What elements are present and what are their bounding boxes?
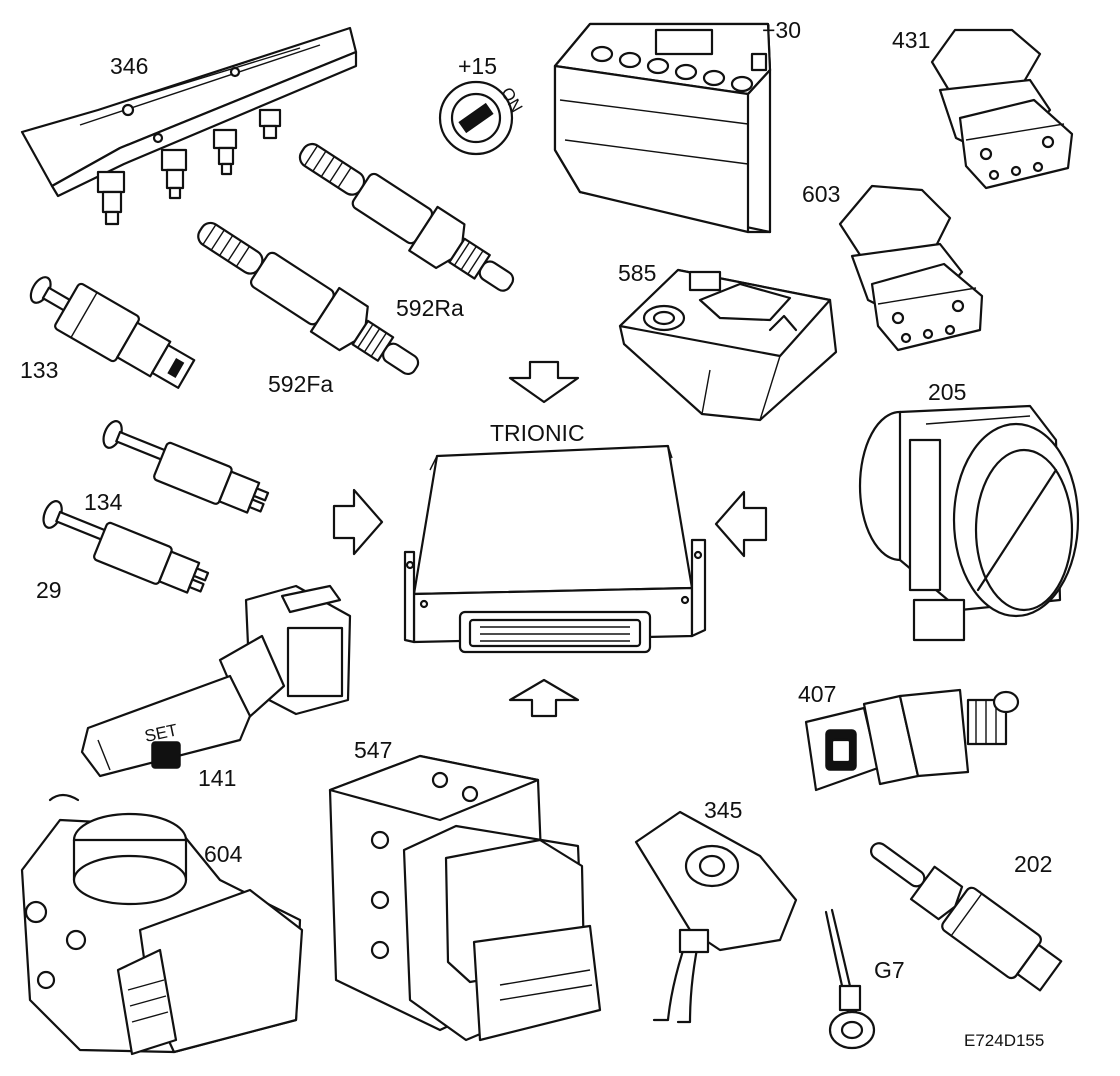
component-585-pressure-sensor	[618, 268, 838, 422]
label-134: 134	[84, 489, 123, 515]
component-431-sensor	[930, 28, 1074, 190]
label-431: 431	[892, 27, 930, 53]
label-585: 585	[618, 260, 656, 286]
figure-code: E724D155	[964, 1031, 1044, 1050]
arrow-right-icon	[332, 488, 384, 556]
component-134-switch	[102, 420, 270, 514]
component-202-sensor	[869, 842, 1063, 992]
label-205: 205	[928, 379, 966, 405]
component-592Fa-oxygen-sensor	[197, 221, 420, 376]
component-141-cruise-stalk	[80, 584, 352, 778]
label-plus30: +30	[762, 17, 801, 43]
label-133: 133	[20, 357, 58, 383]
component-battery	[553, 22, 772, 234]
component-29-switch	[42, 500, 210, 594]
label-547: 547	[354, 737, 392, 763]
component-G7-ground-point	[824, 908, 876, 1050]
arrow-left-icon	[714, 490, 768, 558]
trionic-control-unit	[403, 444, 707, 654]
label-604: 604	[204, 841, 243, 867]
component-ignition-switch	[438, 80, 514, 156]
arrow-down-icon	[508, 360, 580, 404]
component-547-abs-unit	[328, 754, 602, 1042]
component-133-switch	[29, 276, 196, 389]
label-202: 202	[1014, 851, 1052, 877]
component-407-sensor	[804, 688, 1020, 792]
label-407: 407	[798, 681, 836, 707]
label-345: 345	[704, 797, 742, 823]
label-592Ra: 592Ra	[396, 295, 464, 321]
label-141: 141	[198, 765, 236, 791]
label-603: 603	[802, 181, 840, 207]
component-592Ra-oxygen-sensor	[298, 142, 515, 292]
arrow-up-icon	[508, 678, 580, 718]
component-604-throttle-body	[20, 793, 304, 1056]
component-603-sensor	[838, 184, 984, 352]
label-592Fa: 592Fa	[268, 371, 333, 397]
trionic-label: TRIONIC	[490, 420, 585, 446]
component-205-throttle-body	[858, 404, 1080, 642]
input-arrows	[332, 360, 768, 718]
label-346: 346	[110, 53, 148, 79]
label-29: 29	[36, 577, 62, 603]
component-346-ignition-cassette	[20, 26, 358, 226]
label-plus15: +15	[458, 53, 497, 79]
label-G7: G7	[874, 957, 905, 983]
component-345-crank-sensor	[634, 810, 798, 1024]
